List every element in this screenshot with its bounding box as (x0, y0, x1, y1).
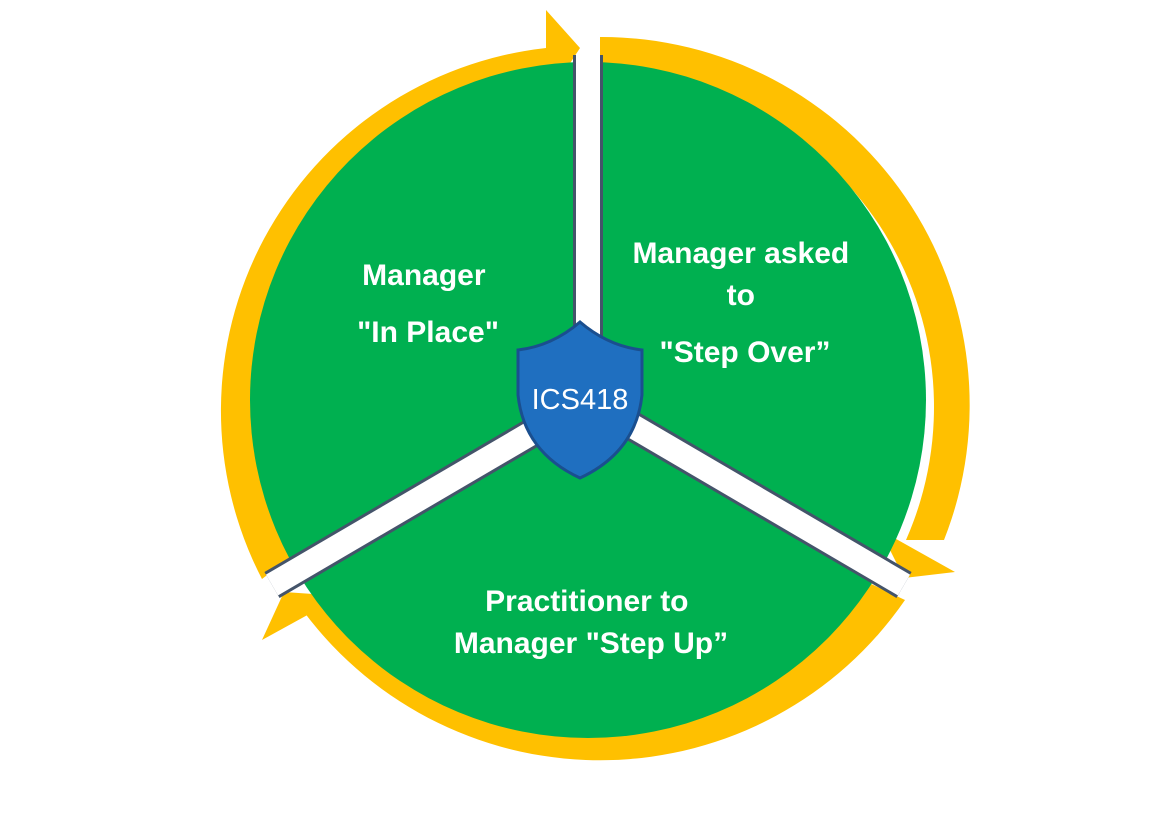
arrow-to-right (600, 36, 970, 540)
segment-label-step-over: Manager asked to "Step Over” (632, 237, 857, 369)
center-badge-label: ICS418 (532, 384, 629, 416)
arrow-to-bottom-left (304, 583, 905, 761)
center-badge: ICS418 (516, 320, 644, 480)
segment-label-step-up: Practitioner to Manager "Step Up” (454, 585, 728, 660)
shield-icon (516, 320, 644, 480)
segment-label-in-place: Manager "In Place" (357, 259, 499, 349)
